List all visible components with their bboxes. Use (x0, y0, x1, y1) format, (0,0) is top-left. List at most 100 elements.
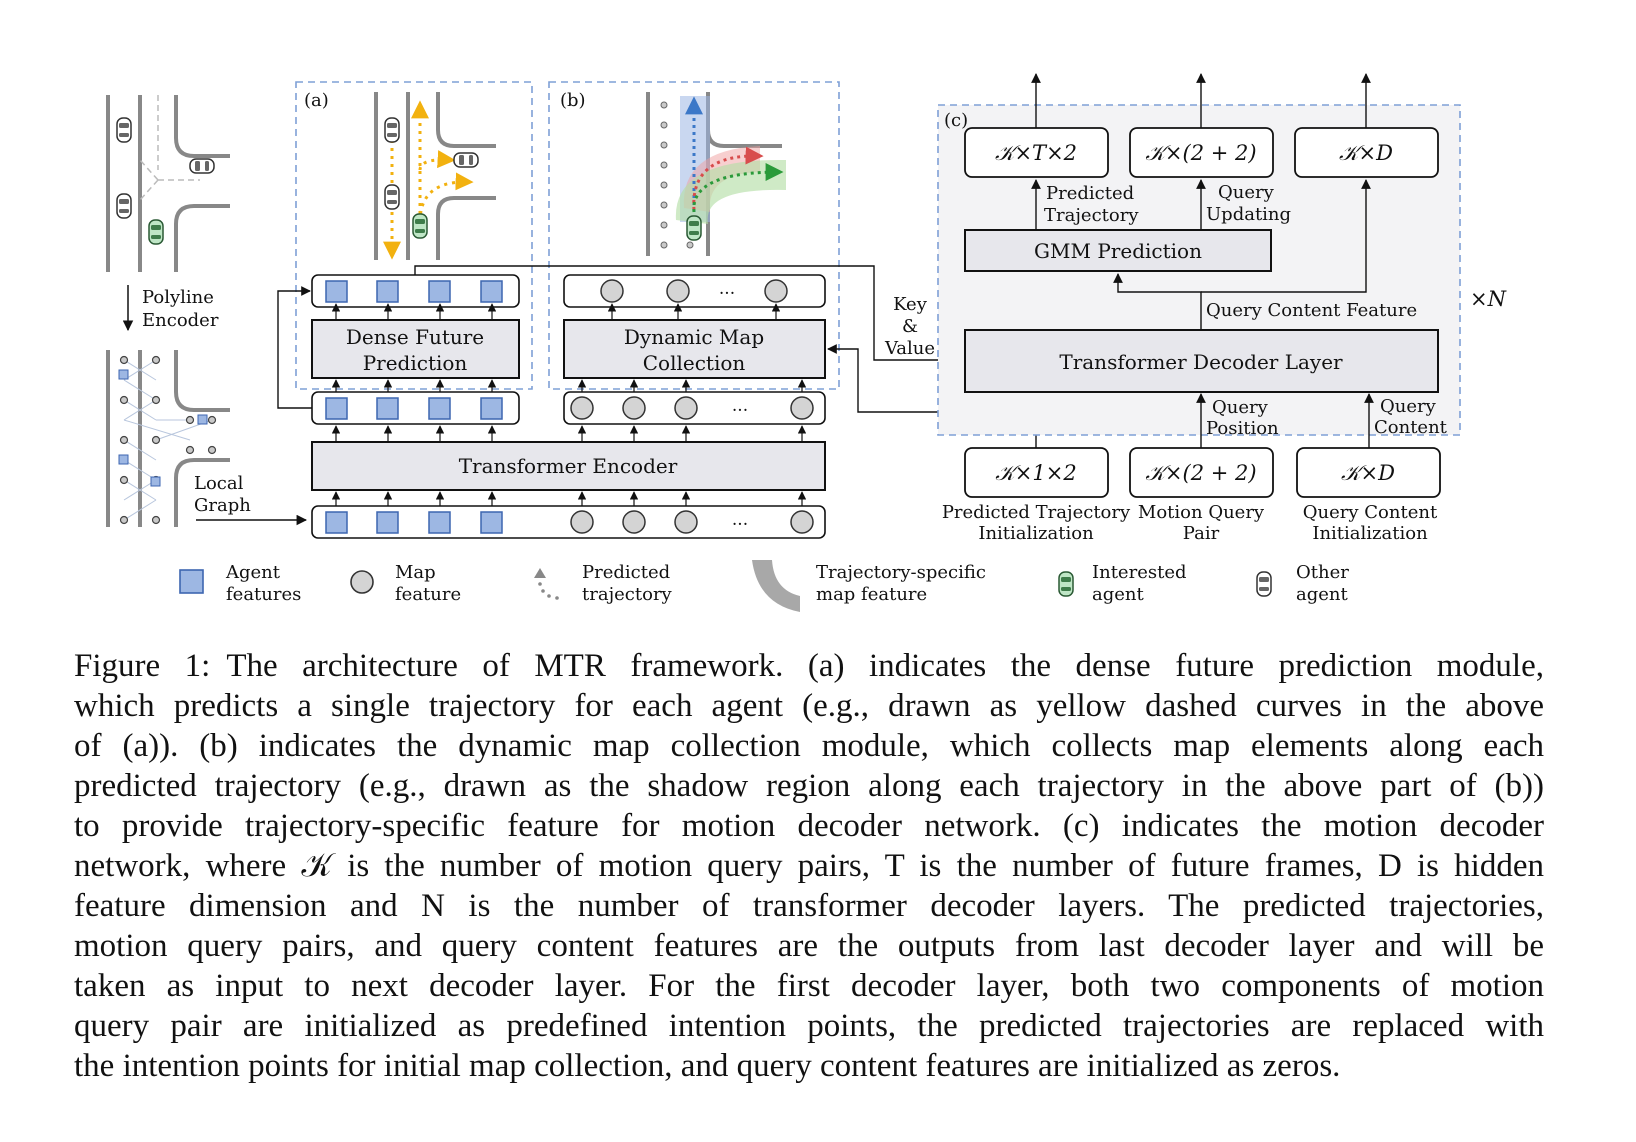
transformer-encoder-block (311, 441, 826, 491)
dynamic-map-output-row (563, 274, 826, 308)
agent-features (325, 280, 503, 303)
interested-agent-icon (686, 215, 702, 241)
curved-band-icon (752, 560, 800, 612)
caption-line: to provide trajectory-specific feature f… (74, 808, 1544, 844)
transformer-encoder-label: Transformer Encoder (459, 454, 678, 478)
trajectory-init-label: Initialization (978, 523, 1094, 544)
dotted-arrow-icon (534, 568, 559, 600)
other-agent-icon (453, 152, 479, 168)
dynamic-map-collection-block (563, 319, 826, 379)
polyline-graph (106, 350, 230, 527)
panel-a-scene (374, 92, 496, 260)
figure-label: Figure 1: (74, 648, 211, 684)
dense-future-prediction-label: Prediction (363, 351, 468, 375)
query-content-feature-label: Query Content Feature (1206, 300, 1417, 321)
ellipsis: ... (732, 396, 748, 416)
legend-label: Map (395, 562, 436, 583)
caption-line: the intention points for initial map col… (74, 1048, 1341, 1084)
key-value-label: Value (884, 338, 935, 359)
interested-agent-icon (412, 213, 428, 239)
ellipsis: ... (732, 510, 748, 530)
legend-label: Trajectory-specific (816, 562, 986, 583)
query-updating-label: Updating (1206, 204, 1291, 225)
legend-label: Interested (1092, 562, 1187, 583)
motion-query-pair-label: Motion Query (1138, 502, 1265, 523)
dynamic-map-collection-label: Dynamic Map (624, 325, 764, 349)
gray-car-icon (1256, 571, 1272, 597)
map-features (570, 510, 814, 534)
key-value-label: Key (893, 294, 928, 315)
trajectory-init-label: Predicted Trajectory (942, 502, 1131, 523)
panel-b-label: (b) (560, 90, 586, 111)
query-pair-output-label: 𝒦×(2 + 2) (1145, 141, 1256, 165)
trajectory-output-label: 𝒦×T×2 (995, 141, 1077, 165)
polyline-encoder-label: Polyline (142, 287, 214, 308)
caption-line: which predicts a single trajectory for e… (74, 688, 1544, 724)
other-agent-icon (116, 117, 132, 143)
caption-line: taken as input to next decoder layer. Fo… (74, 968, 1544, 1004)
transformer-decoder-layer-block (964, 329, 1439, 393)
legend-label: agent (1092, 584, 1144, 605)
caption-line: network, where 𝒦 is the number of motion… (74, 848, 1544, 884)
key-value-label: & (902, 316, 918, 337)
query-content-init-value: 𝒦×D (1341, 461, 1395, 485)
query-content-init-label: Initialization (1312, 523, 1428, 544)
caption-line: query pair are initialized as predefined… (74, 1008, 1544, 1044)
query-updating-label: Query (1218, 182, 1275, 203)
legend-label: Agent (225, 562, 281, 583)
query-position-label: Query (1212, 397, 1269, 418)
ellipsis: ... (719, 279, 735, 299)
dense-future-prediction-label: Dense Future (346, 325, 484, 349)
panel-b-scene (646, 92, 786, 256)
panel-a-label: (a) (304, 90, 329, 111)
caption-line: predicted trajectory (e.g., drawn as the… (74, 768, 1544, 804)
query-position-label: Position (1206, 418, 1279, 439)
caption-text: The architecture of MTR framework. (a) i… (226, 648, 1545, 684)
legend-label: features (226, 584, 301, 605)
panel-c-label: (c) (944, 110, 968, 131)
dynamic-map-collection-label: Collection (643, 351, 746, 375)
circle-icon (350, 570, 374, 594)
legend-label: trajectory (582, 584, 673, 605)
dense-future-prediction-block (311, 319, 520, 379)
legend-label: agent (1296, 584, 1348, 605)
interested-agent-icon (148, 219, 164, 245)
other-agent-icon (384, 117, 400, 143)
caption-line: of (a)). (b) indicates the dynamic map c… (74, 728, 1544, 764)
predicted-trajectory-label: Trajectory (1044, 205, 1139, 226)
panel-a (295, 81, 533, 390)
square-icon (179, 569, 204, 594)
other-agent-icon (384, 184, 400, 210)
green-car-icon (1058, 571, 1074, 597)
figure-caption: Figure 1: The architecture of MTR framewo… (74, 646, 1544, 1086)
repeat-n-label: ×N (1470, 287, 1507, 311)
mtr-architecture-diagram: Polyline Encoder Local Gr (106, 73, 1507, 612)
local-graph-label: Graph (194, 495, 251, 516)
gmm-prediction-block (964, 229, 1272, 272)
agent-features (325, 511, 503, 534)
query-content-input-label: Query (1380, 396, 1437, 417)
key-value-arrow (414, 265, 963, 365)
other-agent-icon (189, 158, 215, 174)
trajectory-init-value: 𝒦×1×2 (995, 461, 1076, 485)
other-agent-icon (116, 193, 132, 219)
caption-line: Figure 1: The architecture of MTR framewo… (74, 646, 1544, 686)
query-content-init-box (1296, 447, 1441, 498)
legend-label: Predicted (582, 562, 670, 583)
legend-label: map feature (816, 584, 927, 605)
motion-query-pair-box (1129, 447, 1274, 498)
map-features (600, 279, 788, 303)
legend: Agent features Map feature Predicted tra… (179, 560, 1349, 612)
legend-label: feature (395, 584, 461, 605)
predicted-trajectory-label: Predicted (1046, 183, 1134, 204)
motion-query-pair-value: 𝒦×(2 + 2) (1145, 461, 1256, 485)
input-scene (106, 95, 230, 272)
trajectory-init-box (964, 447, 1109, 498)
legend-label: Other (1296, 562, 1349, 583)
query-content-init-label: Query Content (1303, 502, 1438, 523)
transformer-decoder-layer-label: Transformer Decoder Layer (1059, 350, 1343, 374)
agent-features (325, 397, 503, 420)
local-graph-label: Local (194, 473, 244, 494)
caption-line: feature dimension and N is the number of… (74, 888, 1544, 924)
polyline-encoder-label: Encoder (142, 310, 219, 331)
